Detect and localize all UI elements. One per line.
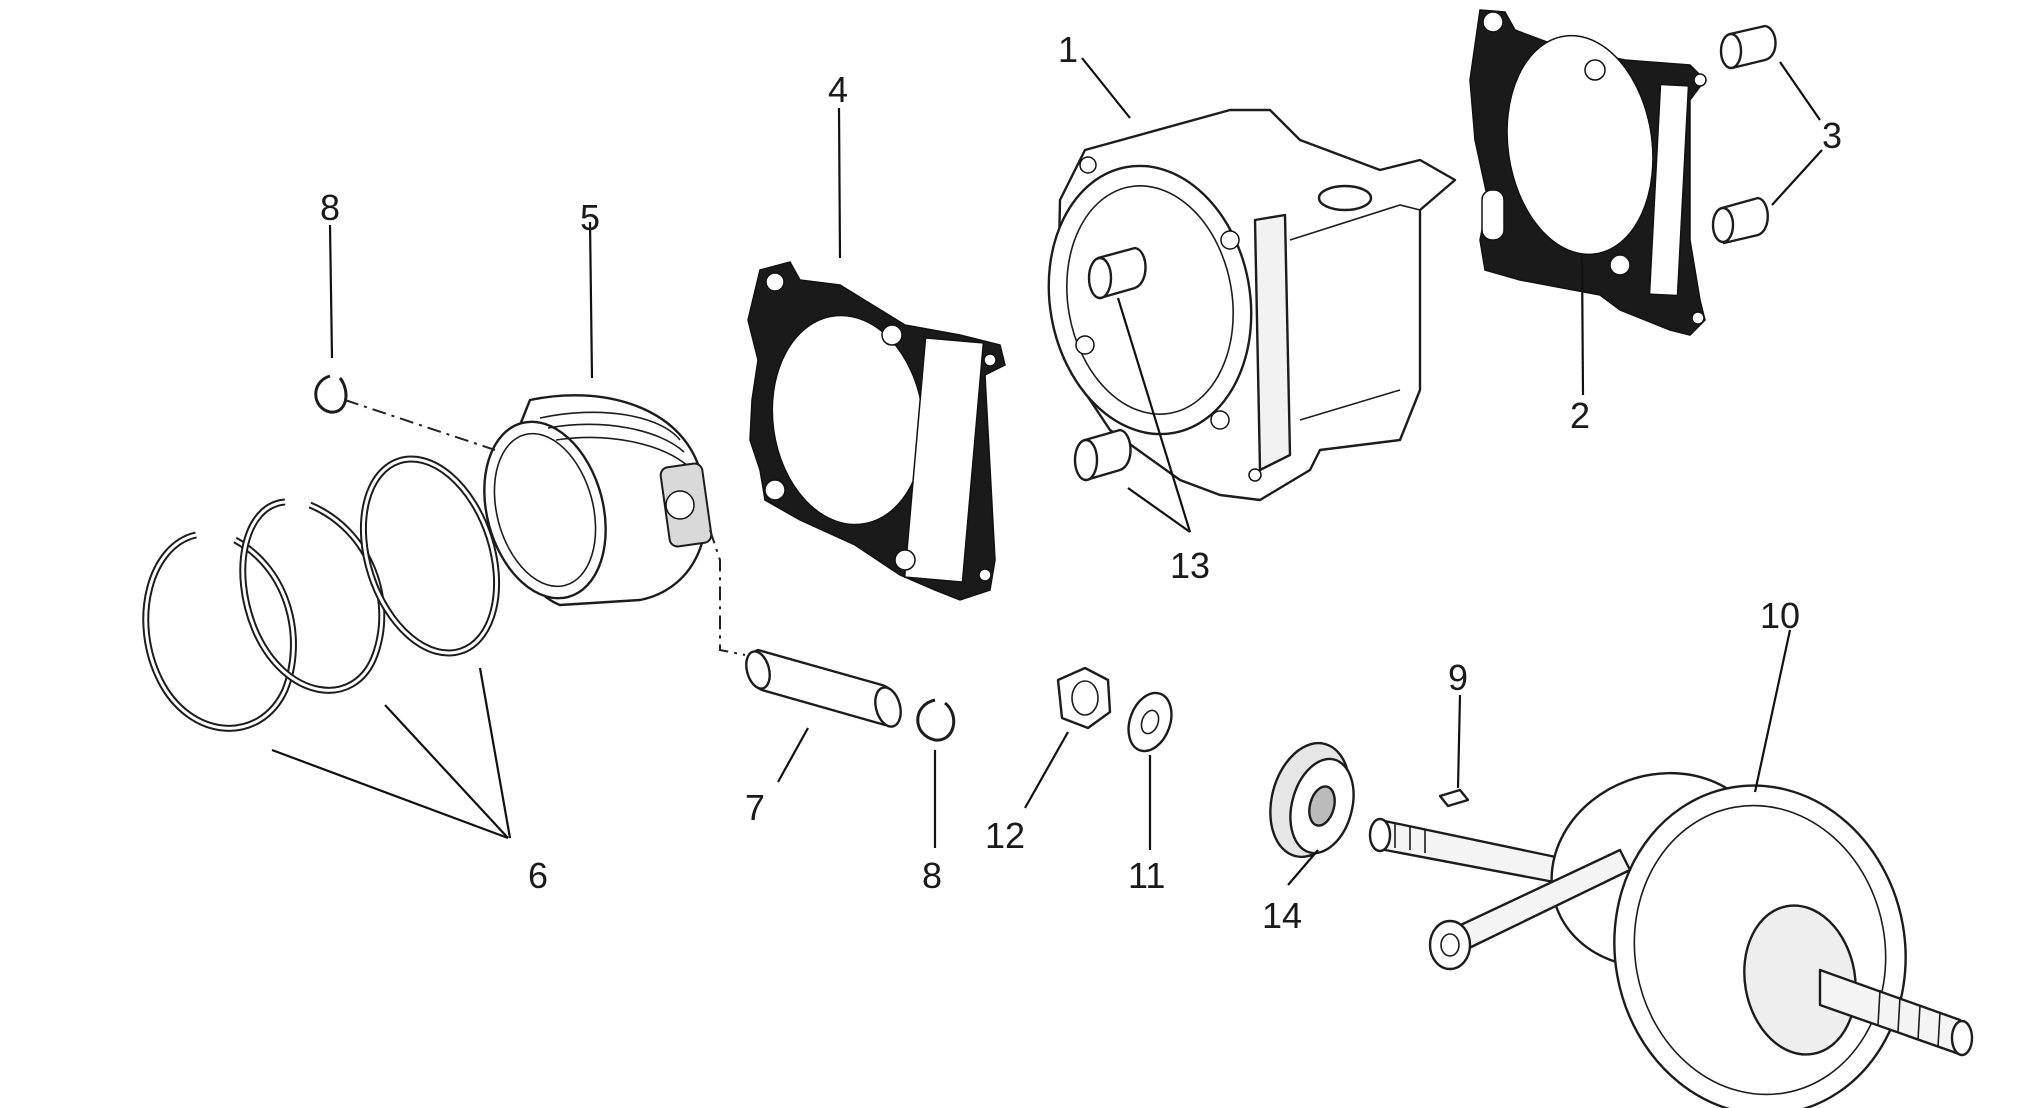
piston	[483, 394, 713, 607]
crankshaft-assembly	[1368, 771, 1974, 1108]
assembly-axis-upper	[344, 399, 496, 451]
leader-6a	[271, 748, 509, 840]
piston-ring-top	[359, 455, 501, 657]
assembly-axis-pin	[709, 529, 746, 656]
leader-9	[1456, 694, 1462, 789]
callout-7: 7	[745, 787, 765, 828]
callout-2: 2	[1570, 395, 1590, 436]
callout-8-lower: 8	[922, 855, 942, 896]
callout-4: 4	[828, 69, 848, 110]
leader-12	[1024, 731, 1069, 809]
callout-1: 1	[1058, 29, 1078, 70]
leader-13b	[1127, 487, 1191, 533]
leader-14	[1287, 849, 1319, 886]
leader-13a	[1116, 297, 1192, 533]
callout-13: 13	[1170, 545, 1210, 586]
dowel-top-right-upper	[1719, 24, 1777, 70]
callout-numbers: 1 2 3 4 5 6 7 8 8 9 10 11 12 13 14	[320, 29, 1842, 936]
leader-3a	[1779, 61, 1821, 121]
piston-rings	[142, 455, 501, 732]
washer	[1127, 691, 1173, 753]
circlip-lower	[916, 698, 956, 742]
leader-5	[588, 221, 594, 379]
woodruff-key	[1438, 788, 1470, 808]
piston-ring-outer	[142, 531, 297, 732]
dowel-top-right-lower	[1711, 196, 1769, 245]
dowel-pin-lower	[1073, 428, 1132, 482]
cylinder-base-gasket	[747, 261, 1006, 601]
callout-6: 6	[528, 855, 548, 896]
callout-14: 14	[1262, 895, 1302, 936]
leader-6c	[478, 667, 512, 839]
leader-4	[837, 107, 842, 259]
leader-10	[1753, 629, 1792, 793]
callout-9: 9	[1448, 657, 1468, 698]
callout-12: 12	[985, 815, 1025, 856]
dowel-pin-upper	[1087, 246, 1147, 300]
leader-7	[777, 727, 809, 783]
cylinder-head-gasket	[1469, 9, 1707, 336]
leader-3b	[1771, 149, 1823, 206]
leader-lines	[271, 57, 1823, 886]
callout-8-upper: 8	[320, 187, 340, 228]
circlip-upper	[314, 374, 348, 414]
piston-pin	[745, 648, 902, 728]
callout-11: 11	[1128, 855, 1165, 896]
callout-5: 5	[580, 197, 600, 238]
leader-8a	[328, 224, 334, 359]
leader-1	[1081, 57, 1131, 119]
callout-10: 10	[1760, 595, 1800, 636]
bearing	[1269, 741, 1355, 859]
leader-6b	[384, 704, 509, 839]
nut	[1056, 666, 1112, 730]
cylinder-block	[1047, 108, 1457, 502]
callout-3: 3	[1822, 115, 1842, 156]
leader-2	[1580, 254, 1585, 396]
